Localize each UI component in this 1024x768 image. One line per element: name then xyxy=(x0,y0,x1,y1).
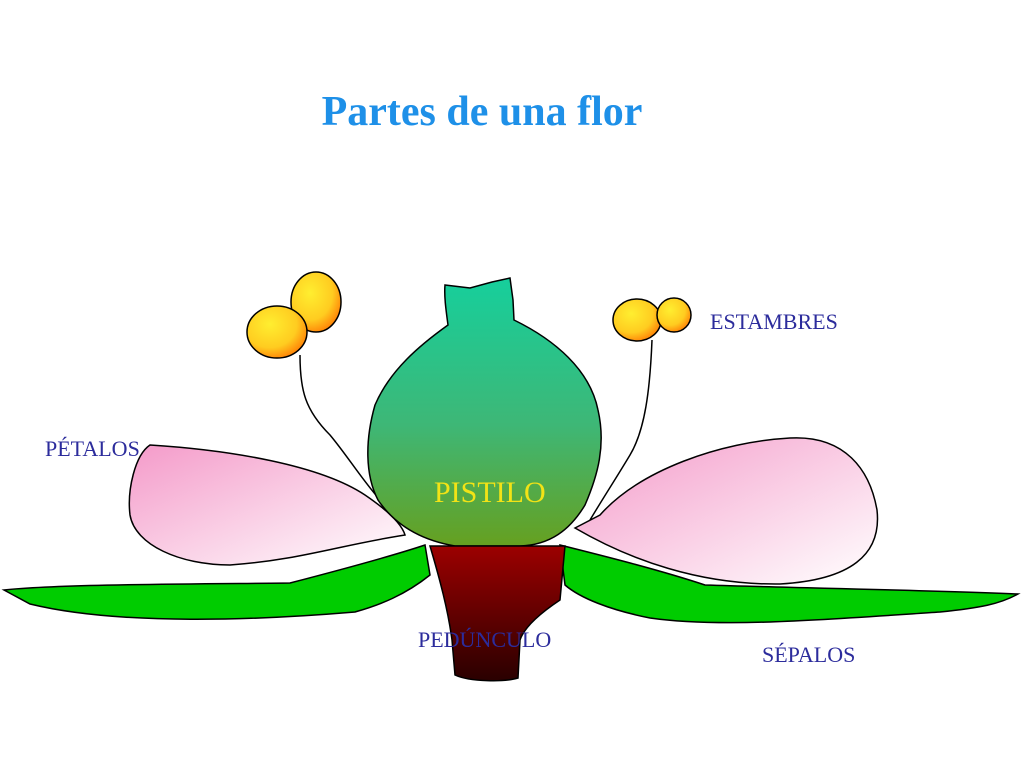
petal-right xyxy=(573,437,879,585)
sepal-left xyxy=(1,544,431,621)
page-title: Partes de una flor xyxy=(321,89,643,135)
label-pistilo: PISTILO xyxy=(434,476,546,509)
pistil xyxy=(367,277,602,547)
label-petalos: PÉTALOS xyxy=(45,436,140,461)
label-pedunculo: PEDÚNCULO xyxy=(418,627,551,652)
anther-left-back xyxy=(290,271,342,333)
label-estambres: ESTAMBRES xyxy=(710,309,838,334)
petal-left xyxy=(128,444,406,566)
stamen-filament-right xyxy=(589,339,653,521)
anther-right-back xyxy=(656,297,692,333)
sepal-right xyxy=(559,544,1021,624)
label-sepalos: SÉPALOS xyxy=(762,642,855,667)
anther-left-front xyxy=(246,305,308,359)
peduncle xyxy=(428,545,566,682)
anther-right-front xyxy=(612,298,662,342)
